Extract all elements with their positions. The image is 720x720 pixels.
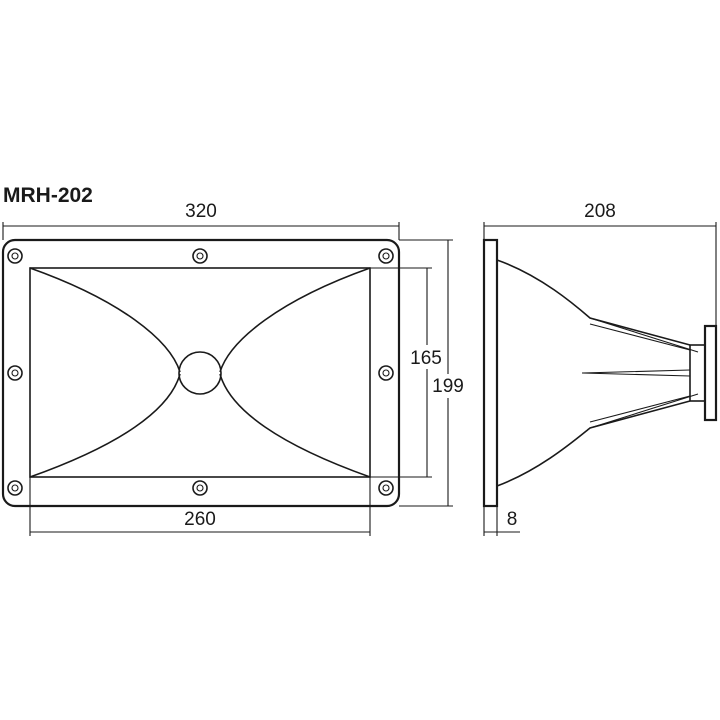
front-curve-left [29,267,181,478]
front-mouth-outline [29,267,371,478]
mounting-hole [7,480,23,496]
side-rib-center [581,369,691,377]
side-rib-lower [589,393,699,429]
side-view: 208 8 [482,201,718,536]
mounting-hole [7,365,23,381]
dim-height-inner: 165 [370,267,442,478]
mounting-holes [7,248,394,496]
dim-width-inner: 260 [29,477,371,536]
dim-label-8: 8 [507,509,518,530]
mounting-hole [378,248,394,264]
dim-label-208: 208 [584,201,616,222]
mounting-hole [378,480,394,496]
dim-label-199: 199 [432,376,464,397]
mounting-hole [7,248,23,264]
dim-label-260: 260 [184,509,216,530]
side-flange [482,238,499,508]
model-title: MRH-202 [3,184,93,207]
dim-width-total: 320 [2,201,400,240]
dim-height-total: 199 [399,239,464,507]
front-view: 320 260 165 199 [1,201,464,536]
dim-label-165: 165 [410,348,442,369]
dim-flange-thickness: 8 [483,506,520,536]
side-horn-body [496,259,691,487]
front-throat-circle [178,351,222,395]
front-curve-right [219,267,371,478]
mounting-hole [192,480,208,496]
mounting-hole [378,365,394,381]
front-flange-outline [1,238,401,508]
dim-label-320: 320 [185,201,217,222]
side-driver-plate [703,324,718,422]
side-rib-upper [589,317,699,353]
mounting-hole [192,248,208,264]
dim-depth: 208 [483,201,717,326]
